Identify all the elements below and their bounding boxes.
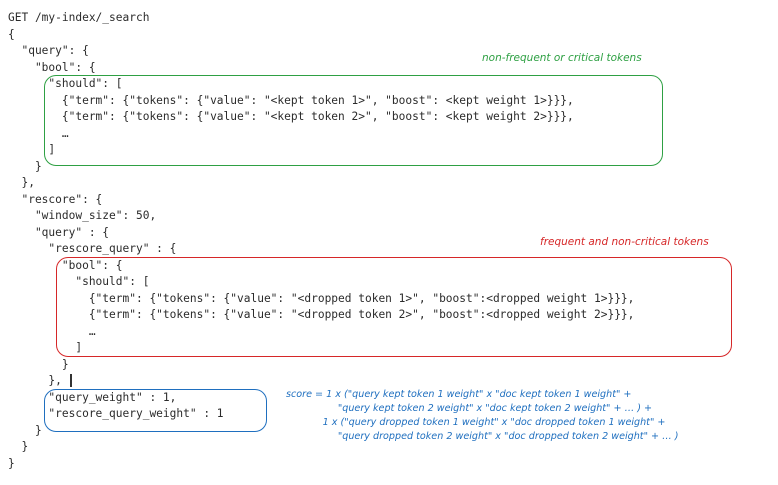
code-line: } (8, 423, 42, 437)
code-line: "bool": { (8, 258, 123, 272)
code-line: { (8, 27, 15, 41)
code-line: "should": [ (8, 275, 150, 288)
code-line: "window_size": 50, (8, 209, 157, 222)
dropped-tokens-box (56, 257, 732, 357)
code-line: "rescore_query" : { (8, 242, 177, 255)
code-line: {"term": {"tokens": {"value": "<kept tok… (8, 93, 574, 107)
code-line: {"term": {"tokens": {"value": "<kept tok… (8, 110, 574, 123)
code-line: } (8, 456, 15, 470)
code-line: ] (8, 143, 56, 156)
code-line: … (8, 126, 69, 140)
code-line: }, (8, 176, 35, 189)
formula-line: 1 x ("query dropped token 1 weight" x "d… (286, 417, 666, 428)
weights-box (44, 389, 267, 432)
code-line: } (8, 357, 69, 371)
code-line: GET /my-index/_search (8, 11, 150, 24)
code-line: "rescore_query_weight" : 1 (8, 407, 224, 420)
code-line: }, (8, 374, 62, 387)
code-line: {"term": {"tokens": {"value": "<dropped … (8, 308, 635, 321)
formula-line: score = 1 x ("query kept token 1 weight"… (286, 389, 632, 400)
code-line: "query_weight" : 1, (8, 390, 177, 404)
code-line: "rescore": { (8, 192, 103, 206)
code-line: } (8, 440, 29, 453)
dropped-tokens-label: frequent and non-critical tokens (540, 236, 709, 248)
kept-tokens-label: non-frequent or critical tokens (482, 52, 642, 64)
code-line: … (8, 324, 96, 338)
search-request-code: GET /my-index/_search { "query": { "bool"… (8, 10, 634, 472)
formula-line: "query kept token 2 weight" x "doc kept … (286, 403, 653, 414)
code-line: {"term": {"tokens": {"value": "<dropped … (8, 291, 635, 305)
code-line: "bool": { (8, 60, 96, 74)
code-line: "query" : { (8, 225, 110, 239)
code-line: "query": { (8, 44, 89, 57)
code-line: "should": [ (8, 77, 123, 90)
kept-tokens-box (44, 75, 663, 166)
code-line: } (8, 159, 42, 173)
text-cursor (70, 374, 72, 387)
formula-line: "query dropped token 2 weight" x "doc dr… (286, 431, 679, 442)
code-line: ] (8, 341, 83, 354)
score-formula: score = 1 x ("query kept token 1 weight"… (286, 388, 679, 444)
